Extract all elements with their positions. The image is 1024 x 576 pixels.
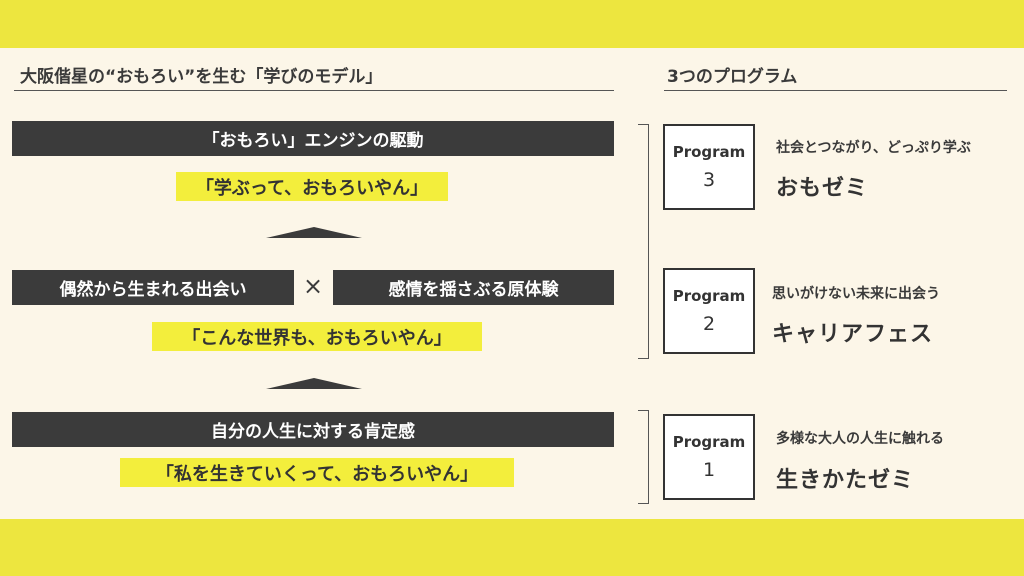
- times-sign: ×: [302, 272, 324, 300]
- program-3-description: 社会とつながり、どっぷり学ぶ: [776, 140, 971, 156]
- bracket-lower: [638, 410, 649, 504]
- self-bar: 自分の人生に対する肯定感: [12, 412, 614, 447]
- world-quote: 「こんな世界も、おもろいやん」: [152, 322, 482, 351]
- bracket-upper: [638, 124, 649, 359]
- self-quote: 「私を生きていくって、おもろいやん」: [120, 458, 514, 487]
- program-number: 2: [702, 313, 716, 335]
- emotion-bar: 感情を揺さぶる原体験: [333, 270, 614, 305]
- program-1-box: Program 1: [663, 414, 755, 500]
- arrow-up-icon: [266, 378, 362, 389]
- program-number: 1: [702, 459, 716, 481]
- program-label: Program: [672, 143, 746, 161]
- model-heading: 大阪偕星の“おもろい”を生む「学びのモデル」: [20, 67, 383, 87]
- chance-bar: 偶然から生まれる出会い: [12, 270, 294, 305]
- model-heading-rule: [14, 90, 614, 91]
- arrow-up-icon: [266, 227, 362, 238]
- program-2-name: キャリアフェス: [772, 322, 934, 347]
- program-2-description: 思いがけない未来に出会う: [772, 286, 940, 302]
- programs-heading-rule: [664, 90, 1007, 91]
- engine-bar: 「おもろい」エンジンの駆動: [12, 121, 614, 156]
- engine-quote: 「学ぶって、おもろいやん」: [176, 172, 448, 201]
- program-3-box: Program 3: [663, 124, 755, 210]
- program-1-name: 生きかたゼミ: [776, 468, 915, 493]
- program-label: Program: [672, 287, 746, 305]
- program-1-description: 多様な大人の人生に触れる: [776, 431, 944, 447]
- program-number: 3: [702, 169, 716, 191]
- program-label: Program: [672, 433, 746, 451]
- program-2-box: Program 2: [663, 268, 755, 354]
- program-3-name: おもゼミ: [776, 176, 869, 201]
- programs-heading: 3つのプログラム: [667, 67, 798, 87]
